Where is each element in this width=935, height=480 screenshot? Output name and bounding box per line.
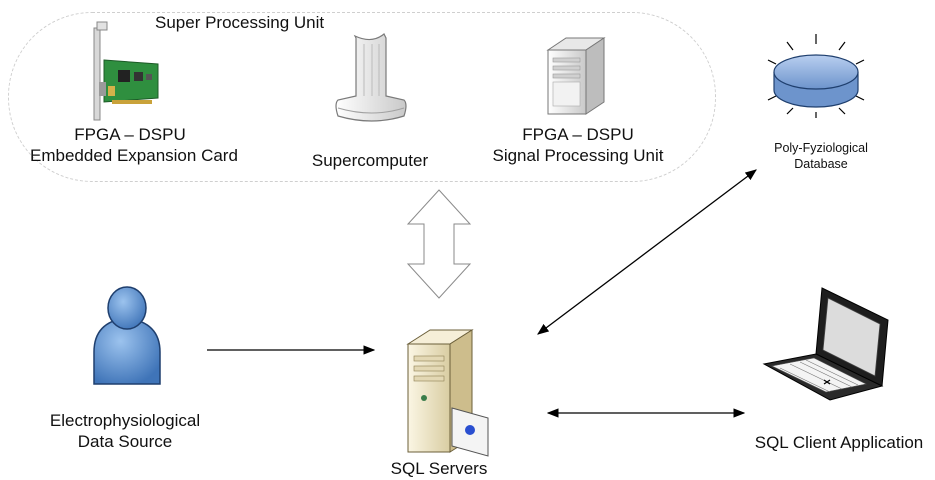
hollow-double-arrow	[406, 189, 472, 299]
arrow-servers-database	[537, 169, 757, 335]
sql-servers-label-line1: SQL Servers	[390, 459, 488, 478]
group-title: Super Processing Unit	[155, 13, 325, 32]
signal-unit-label: FPGA – DSPU Signal Processing Unit	[478, 124, 678, 166]
data-source-label-line2: Data Source	[77, 432, 173, 451]
supercomputer-label-line1: Supercomputer	[311, 151, 429, 170]
expansion-card-label: FPGA – DSPU Embedded Expansion Card	[30, 124, 238, 166]
laptop-icon	[762, 287, 889, 401]
super-processing-unit-group	[8, 12, 716, 182]
person-icon	[93, 286, 161, 385]
tower-server-icon	[546, 37, 606, 115]
sql-servers-label: SQL Servers	[384, 458, 494, 479]
database-icon	[767, 34, 865, 118]
database-label-line2: Database	[794, 157, 848, 171]
data-source-label-line1: Electrophysiological	[49, 411, 201, 430]
expansion-card-label-line1: FPGA – DSPU	[74, 125, 186, 144]
signal-unit-label-line1: FPGA – DSPU	[522, 125, 634, 144]
signal-unit-label-line2: Signal Processing Unit	[492, 146, 664, 165]
database-label: Poly-Fyziological Database	[746, 140, 896, 172]
server-icon	[406, 329, 489, 457]
expansion-card-icon	[93, 21, 159, 121]
database-label-line1: Poly-Fyziological	[774, 141, 868, 155]
client-label: SQL Client Application	[744, 432, 934, 453]
client-label-line1: SQL Client Application	[754, 433, 924, 452]
data-source-label: Electrophysiological Data Source	[40, 410, 210, 452]
supercomputer-label: Supercomputer	[300, 150, 440, 171]
supercomputer-icon	[335, 33, 407, 122]
expansion-card-label-line2: Embedded Expansion Card	[30, 146, 238, 165]
